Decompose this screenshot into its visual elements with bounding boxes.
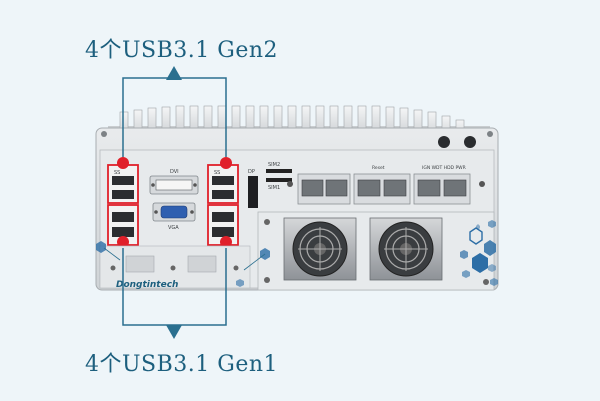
lan-port[interactable]	[417, 179, 441, 197]
marker-dot-icon	[220, 157, 232, 169]
vga-connector[interactable]	[160, 205, 188, 219]
screw-icon	[287, 181, 293, 187]
sim2-slot[interactable]	[266, 169, 292, 173]
lan-port[interactable]	[357, 179, 381, 197]
dvi-port: DVI	[149, 169, 199, 195]
reset-label: Reset	[372, 165, 385, 171]
vga-port: VGA	[152, 202, 196, 231]
power-button-icon[interactable]	[438, 136, 450, 148]
blank-cover	[125, 255, 155, 273]
lan-port[interactable]	[443, 179, 467, 197]
screw-icon	[233, 265, 239, 271]
hexagon-decoration	[96, 220, 498, 287]
usb-port[interactable]	[112, 190, 134, 199]
screw-icon	[101, 131, 107, 137]
usb-port[interactable]	[112, 227, 134, 237]
reset-knob-icon[interactable]	[464, 136, 476, 148]
sim1-slot[interactable]	[266, 178, 292, 182]
lower-left-plate	[99, 245, 251, 289]
screw-icon	[170, 265, 176, 271]
screw-icon	[264, 219, 270, 225]
arrow-down-icon	[166, 325, 182, 339]
lan-port[interactable]	[383, 179, 407, 197]
marker-dot-icon	[117, 236, 129, 248]
usb-port[interactable]	[212, 190, 234, 199]
fan-module	[257, 211, 495, 291]
usb-port[interactable]	[112, 212, 134, 222]
usb-gen1-label: 4个USB3.1 Gen1	[85, 352, 279, 377]
usb-port[interactable]	[212, 176, 234, 185]
sim2-label: SIM2	[268, 162, 280, 168]
dp-sim-area: DP SIM2 SIM1	[248, 162, 292, 208]
dvi-connector[interactable]	[155, 179, 193, 191]
marker-dot-icon	[117, 157, 129, 169]
screw-icon	[487, 131, 493, 137]
blank-cover	[187, 255, 217, 273]
usb-ports-left: SS	[107, 157, 139, 248]
usb-port[interactable]	[212, 227, 234, 237]
ss-label: SS	[214, 170, 220, 176]
screw-icon	[264, 277, 270, 283]
led-labels: IGN WDT HDD PWR	[422, 165, 466, 171]
vga-label: VGA	[168, 225, 179, 231]
dvi-label: DVI	[170, 169, 179, 175]
usb-gen2-label: 4个USB3.1 Gen2	[85, 38, 279, 63]
lan-port[interactable]	[301, 179, 324, 197]
screw-icon	[110, 265, 116, 271]
screw-icon	[483, 279, 489, 285]
dp-label: DP	[248, 169, 255, 175]
lan-ports: Reset IGN WDT HDD PWR	[287, 165, 485, 205]
lan-port[interactable]	[325, 179, 348, 197]
usb-port[interactable]	[112, 176, 134, 185]
sim1-label: SIM1	[268, 185, 280, 191]
usb-port[interactable]	[212, 212, 234, 222]
usb-ports-right: SS	[207, 157, 239, 248]
screw-icon	[479, 181, 485, 187]
marker-dot-icon	[220, 236, 232, 248]
arrow-up-icon	[166, 66, 182, 80]
ss-label: SS	[114, 170, 120, 176]
brand-logo: Dongtintech	[116, 280, 178, 290]
dp-connector[interactable]	[248, 176, 258, 208]
